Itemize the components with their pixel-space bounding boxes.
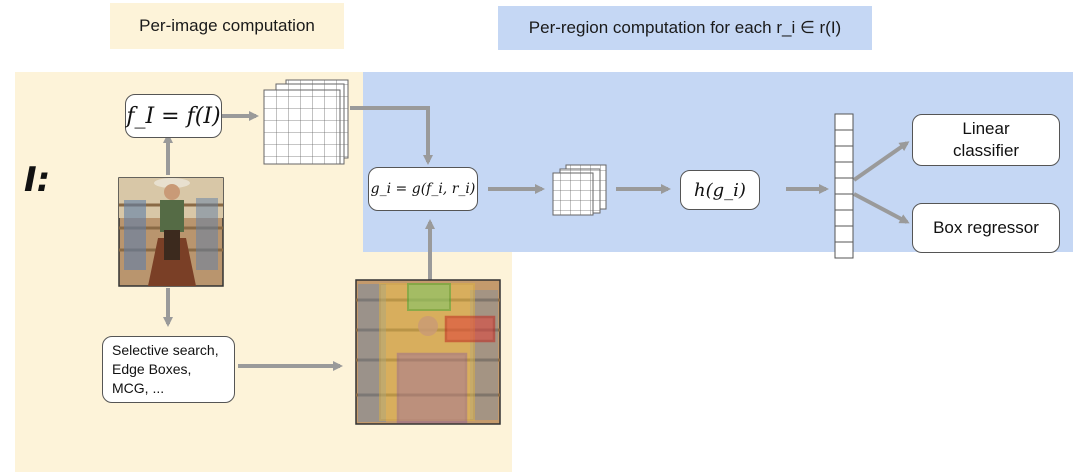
classifier-line-1: Linear — [962, 119, 1010, 138]
regressor-label: Box regressor — [933, 218, 1039, 237]
proposal-method-3: MCG, ... — [112, 380, 165, 396]
backbone-formula: f_I = f(I) — [126, 103, 221, 129]
input-image-icon — [118, 177, 224, 287]
proposal-method-1: Selective search, — [112, 342, 219, 358]
arrow-vector-to-classifier — [852, 141, 910, 182]
linear-classifier-node: Linear classifier — [912, 114, 1060, 166]
head-formula: h(g_i) — [694, 179, 746, 201]
proposal-methods-node: Selective search, Edge Boxes, MCG, ... — [102, 336, 235, 403]
proposal-image-icon — [355, 279, 501, 425]
box-regressor-node: Box regressor — [912, 203, 1060, 253]
roi-pool-formula: g_i = g(f_i, r_i) — [370, 181, 476, 197]
backbone-node: f_I = f(I) — [125, 94, 222, 138]
proposal-method-2: Edge Boxes, — [112, 361, 192, 377]
per-image-label: Per-image computation — [110, 3, 344, 49]
feature-map-icon — [263, 79, 349, 165]
roi-pool-node: g_i = g(f_i, r_i) — [368, 167, 478, 211]
feature-vector-icon — [834, 113, 854, 259]
input-image-label: I: — [24, 160, 51, 200]
pooled-feature-icon — [552, 164, 607, 216]
arrow-vector-to-regressor — [853, 192, 910, 224]
classifier-line-2: classifier — [952, 141, 1020, 160]
head-node: h(g_i) — [680, 170, 760, 210]
arrow-featuremap-to-pool — [350, 106, 433, 165]
per-region-label: Per-region computation for each r_i ∈ r(… — [498, 6, 872, 50]
